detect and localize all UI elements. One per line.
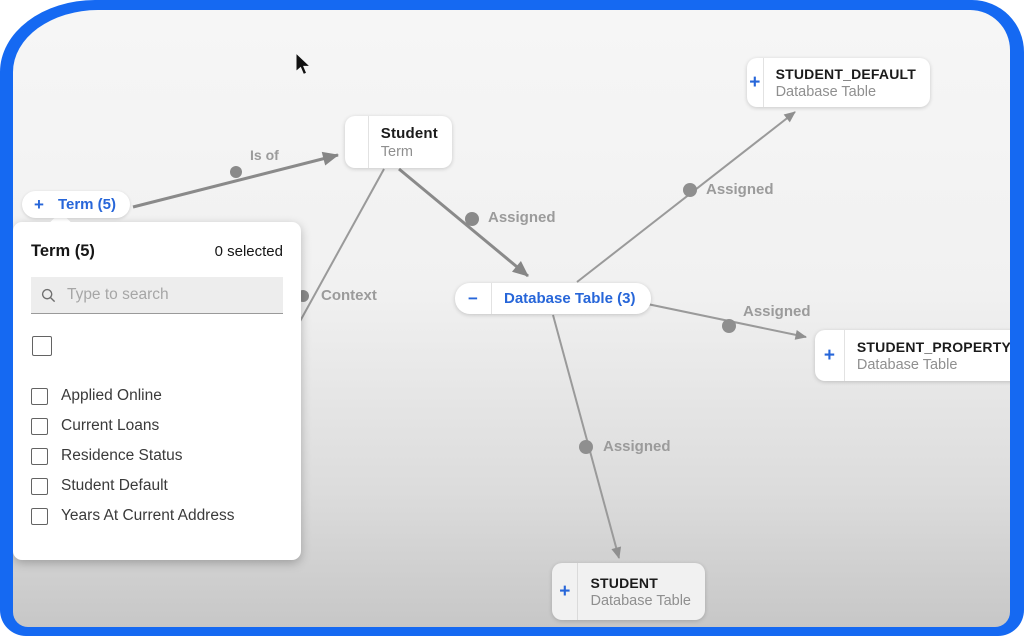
collapse-button[interactable]: −: [455, 283, 492, 314]
popup-header: Term (5) 0 selected: [31, 242, 283, 261]
expand-button[interactable]: +: [815, 330, 845, 381]
list-item[interactable]: Current Loans: [31, 417, 283, 435]
node-student-table[interactable]: + STUDENT Database Table: [552, 563, 705, 620]
node-student[interactable]: Student Term: [345, 116, 452, 168]
edge-label-assigned-2: Assigned: [706, 181, 774, 198]
checkbox-current-loans[interactable]: [31, 417, 48, 435]
search-input-wrapper[interactable]: [31, 277, 283, 314]
mouse-cursor-icon: [295, 52, 312, 76]
edge-label-assigned-1: Assigned: [488, 209, 556, 226]
student-expander-cell: [345, 116, 369, 168]
list-item[interactable]: Student Default: [31, 477, 283, 495]
term-filter-popup: Term (5) 0 selected Applied Online Curre…: [13, 211, 301, 560]
checkbox-student-default[interactable]: [31, 477, 48, 495]
selected-count: 0 selected: [214, 243, 283, 260]
list-item[interactable]: Years At Current Address: [31, 507, 283, 525]
plus-icon: +: [749, 71, 761, 93]
node-student-property-title: STUDENT_PROPERTY: [856, 338, 1010, 355]
checkbox-residence-status[interactable]: [31, 447, 48, 465]
node-student-property-subtitle: Database Table: [856, 356, 958, 373]
item-label: Years At Current Address: [61, 507, 235, 524]
edge-layer: [132, 111, 807, 559]
checkbox-years-at-current-address[interactable]: [31, 507, 48, 525]
node-student-title: Student: [380, 124, 438, 142]
item-label: Current Loans: [61, 417, 160, 434]
node-student-table-title: STUDENT: [590, 574, 658, 591]
edge-label-is-of: Is of: [250, 147, 279, 163]
minus-icon: −: [468, 288, 478, 308]
list-item[interactable]: Applied Online: [31, 387, 283, 405]
node-student-property[interactable]: + STUDENT_PROPERTY Database Table: [815, 330, 1010, 381]
select-all-checkbox[interactable]: [32, 336, 52, 356]
edge-label-assigned-4: Assigned: [603, 438, 671, 455]
expand-button[interactable]: +: [552, 563, 579, 620]
search-icon: [41, 288, 56, 302]
plus-icon: +: [34, 194, 44, 214]
item-label: Student Default: [61, 477, 168, 494]
list-item[interactable]: Residence Status: [31, 447, 283, 465]
node-database-table[interactable]: − Database Table (3): [455, 283, 652, 314]
term-node-label: Term (5): [57, 196, 117, 213]
plus-icon: +: [559, 580, 571, 602]
expand-button[interactable]: +: [747, 58, 764, 107]
node-student-default[interactable]: + STUDENT_DEFAULT Database Table: [747, 58, 930, 107]
checkbox-applied-online[interactable]: [31, 387, 48, 405]
plus-icon: +: [823, 344, 835, 366]
node-student-subtitle: Term: [380, 143, 413, 160]
graph-canvas[interactable]: Is of Assigned Context Assigned Assigned…: [13, 10, 1010, 627]
node-student-default-title: STUDENT_DEFAULT: [775, 65, 916, 82]
node-student-default-subtitle: Database Table: [775, 83, 877, 100]
select-all-row: [32, 336, 283, 361]
item-label: Applied Online: [61, 387, 162, 404]
search-input[interactable]: [64, 285, 273, 305]
item-label: Residence Status: [61, 447, 183, 464]
edge-label-context: Context: [321, 287, 377, 304]
node-student-table-subtitle: Database Table: [590, 592, 691, 609]
popup-title: Term (5): [31, 242, 95, 260]
term-node-button[interactable]: + Term (5): [22, 191, 131, 218]
node-database-table-title: Database Table (3): [504, 290, 636, 307]
edge-label-assigned-3: Assigned: [743, 303, 811, 320]
